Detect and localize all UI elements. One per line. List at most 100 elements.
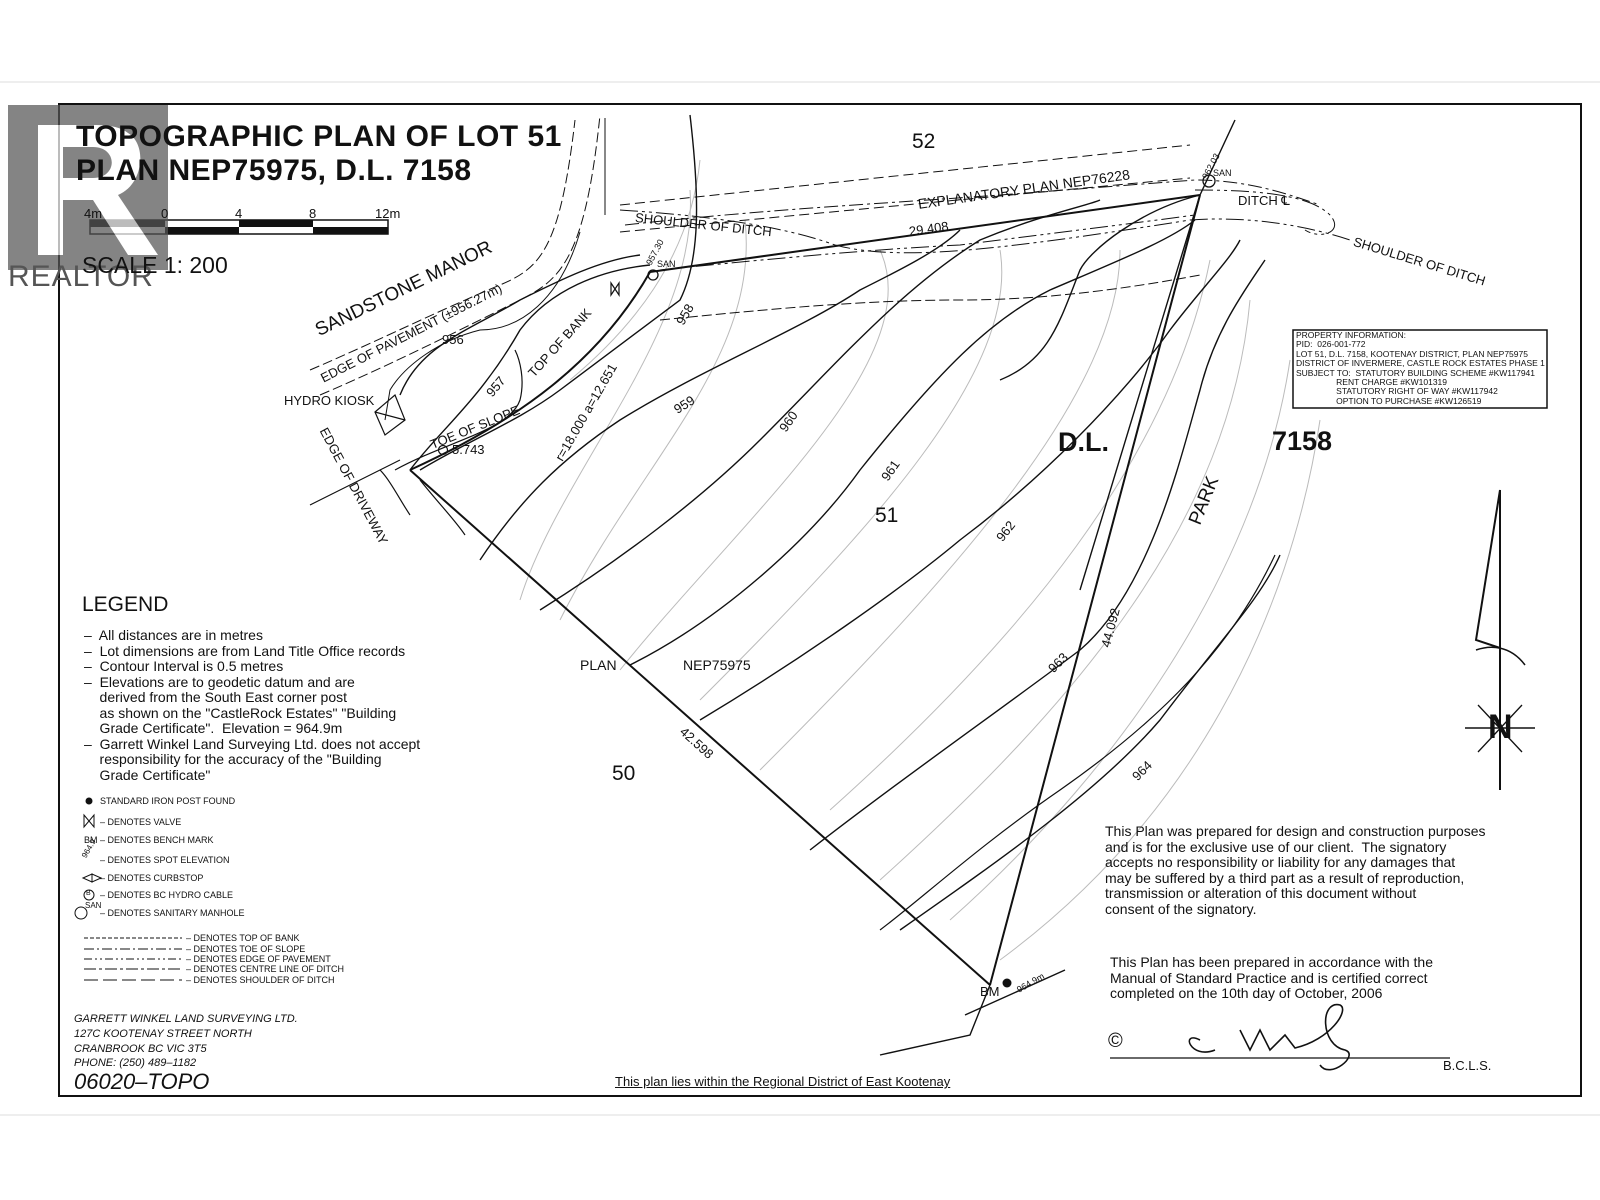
legend-note: as shown on the "CastleRock Estates" "Bu… [84,704,397,721]
legend-curbstop-symbol [81,873,103,883]
legend-linetype-toe-slope: – DENOTES TOE OF SLOPE [186,944,306,954]
contour-957 [409,264,651,471]
legend-note: – Lot dimensions are from Land Title Off… [84,642,406,659]
property-info-line: PID: 026-001-772 [1296,339,1366,350]
legend-linetype-top-bank: – DENOTES TOP OF BANK [186,933,300,943]
legend-symbol-spot: – DENOTES SPOT ELEVATION [100,855,230,865]
legend-manhole-symbol [74,906,88,920]
top-of-bank [384,118,606,421]
edge-of-pavement [309,114,1201,396]
legend-note: derived from the South East corner post [84,689,348,705]
property-info-line: PROPERTY INFORMATION: [1296,330,1407,340]
property-info-line: RENT CHARGE #KW101319 [1296,377,1448,388]
lot-51-label: 51 [875,504,899,527]
regional-district-note: This plan lies within the Regional Distr… [615,1074,951,1089]
contour-959 [479,229,961,561]
property-info-line: OPTION TO PURCHASE #KW126519 [1296,395,1482,406]
contour-961 [629,219,1196,666]
legend-symbol-bench-mark: BM – DENOTES BENCH MARK [84,835,214,845]
contour-956 [399,254,641,396]
bench-mark-label: BM [980,984,1000,999]
surveyor-city: CRANBROOK BC VIC 3T5 [74,1043,207,1055]
disclaimer-text: This Plan was prepared for design and co… [1105,823,1486,917]
surveyor-signature [1188,1004,1350,1071]
north-arrow [1465,489,1535,790]
contour-960 [539,199,1101,611]
sanitary-manhole-east [1202,174,1216,188]
dl-number: 7158 [1272,426,1333,456]
legend-symbol-iron-post: STANDARD IRON POST FOUND [100,796,236,806]
plan-title-line2: PLAN NEP75975, D.L. 7158 [76,154,472,187]
legend-note: – Elevations are to geodetic datum and a… [84,673,355,690]
legend-note: – Contour Interval is 0.5 metres [84,658,284,674]
copyright-symbol: © [1108,1030,1123,1052]
surveyor-phone: PHONE: (250) 489–1182 [74,1057,197,1069]
lot-50-label: 50 [612,762,636,785]
explanatory-plan-lines [619,144,1191,233]
park-boundary [879,554,1276,931]
legend-note: – Garrett Winkel Land Surveying Ltd. doe… [84,735,421,752]
minor-contours [519,159,1321,961]
lot-52-label: 52 [912,130,936,153]
legend-linetype-ditch-centre: – DENOTES CENTRE LINE OF DITCH [186,964,345,974]
property-info-text: PROPERTY INFORMATION: PID: 026-001-772 L… [1296,330,1545,406]
job-number: 06020–TOPO [74,1069,210,1094]
boundary-east [989,194,1201,986]
legend-linetype-shoulder-ditch: – DENOTES SHOULDER OF DITCH [186,975,335,985]
scale-text: SCALE 1: 200 [82,252,228,278]
legend-symbol-hydro: – DENOTES BC HYDRO CABLE [100,890,234,900]
legend-symbol-valve: – DENOTES VALVE [100,817,182,827]
surveyor-address: 127C KOOTENAY STREET NORTH [74,1028,252,1040]
shoulder-of-ditch [619,189,1351,271]
spot-elevation-5743: 5.743 [452,442,485,457]
property-info-line: DISTRICT OF INVERMERE, CASTLE ROCK ESTAT… [1296,358,1545,369]
property-info-line: SUBJECT TO: STATUTORY BUILDING SCHEME #K… [1296,367,1536,378]
lot-boundaries [409,194,1201,986]
contour-label-956: 956 [442,332,464,347]
driveway-edges [309,349,523,536]
hydro-kiosk-label: HYDRO KIOSK [284,393,375,408]
legend-valve-symbol [83,813,95,829]
valve-symbol [610,281,620,297]
plan-number: NEP75975 [683,657,751,673]
legend-note: – All distances are in metres [84,627,263,643]
north-letter: N [1488,708,1513,746]
property-info-line: STATUTORY RIGHT OF WAY #KW117942 [1296,386,1498,397]
san-label-west: SAN [657,259,676,269]
boundary-curve [409,271,651,471]
ditch-centreline [624,179,1321,226]
hydro-kiosk-box [374,394,406,436]
plan-label: PLAN [580,657,617,673]
legend-notes: – All distances are in metres – Lot dime… [84,627,421,783]
contour-962 [699,239,1241,721]
realtor-logo [8,105,168,270]
legend-note: Grade Certificate". Elevation = 964.9m [84,720,343,736]
hydro-cable-marker [437,444,449,456]
plan-frame [58,103,1582,1097]
property-info-box [1292,329,1548,409]
legend-iron-post-symbol [85,797,93,805]
bcls-label: B.C.L.S. [1443,1058,1492,1073]
certification-text: This Plan has been prepared in accordanc… [1110,954,1433,1001]
property-info-line: LOT 51, D.L. 7158, KOOTENAY DISTRICT, PL… [1296,348,1528,359]
scale-tick: 4 [235,206,243,221]
plan-title-line1: TOPOGRAPHIC PLAN OF LOT 51 [76,120,562,153]
major-contours [399,114,1281,931]
san-label-east: SAN [1213,168,1232,178]
scale-tick: 8 [309,206,317,221]
realtor-wordmark: REALTOR [8,260,154,293]
scale-tick: 0 [161,206,169,221]
legend-heading: LEGEND [82,593,169,616]
legend-hydro-code: B [86,890,91,897]
legend-linetype-samples [84,937,182,981]
scale-tick: 4m [84,206,103,221]
scale-tick: 12m [375,206,401,221]
bench-mark-post [1002,978,1012,988]
legend-san-code: SAN [85,901,102,910]
legend-linetype-edge-pavement: – DENOTES EDGE OF PAVEMENT [186,954,331,964]
ditch-centreline-label: DITCH ℄ [1238,193,1290,208]
legend-symbol-curbstop: – DENOTES CURBSTOP [100,873,204,883]
legend-note: responsibility for the accuracy of the "… [84,751,382,767]
